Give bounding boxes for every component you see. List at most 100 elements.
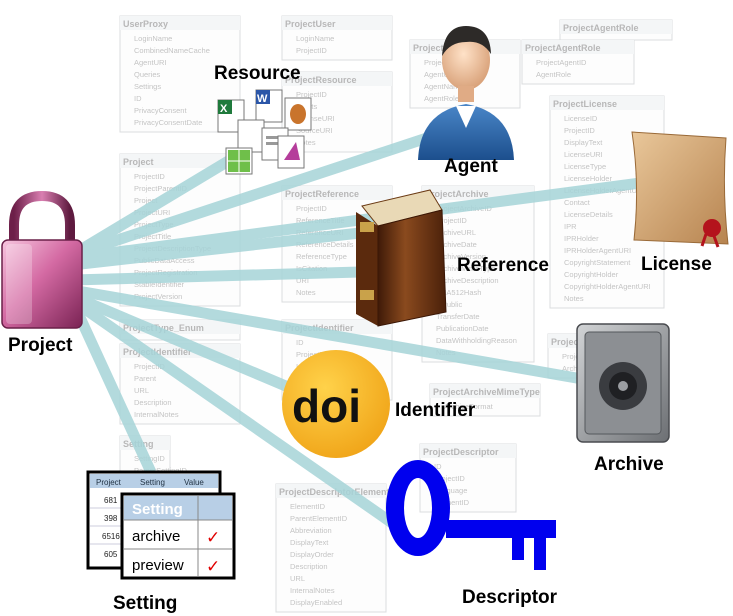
setting-back-row: 605	[104, 550, 118, 559]
schema-table-field: PublicationDate	[436, 324, 489, 333]
schema-table-field: ReferenceType	[296, 252, 347, 261]
svg-text:X: X	[220, 103, 228, 115]
schema-table-field: AgentURI	[424, 70, 457, 79]
schema-table-field: SourceURI	[296, 126, 333, 135]
setting-front-header: Setting	[132, 501, 183, 518]
label-descriptor: Descriptor	[462, 587, 558, 608]
book-icon	[356, 189, 447, 327]
schema-table-field: LicenseHolder	[564, 174, 612, 183]
schema-table-field: InternalNotes	[134, 410, 179, 419]
lock-icon	[1, 190, 83, 329]
schema-table-field: IPRHolderAgentURI	[564, 246, 631, 255]
schema-table-field: ProjectAgentID	[536, 58, 587, 67]
schema-table-title: ProjectAgent	[413, 43, 469, 53]
schema-table-field: StableIdentifier	[134, 280, 185, 289]
schema-table-field: ID	[434, 462, 442, 471]
schema-table-field: Notes	[564, 294, 584, 303]
label-identifier: Identifier	[395, 400, 476, 421]
schema-table-field: PrivacyConsent	[134, 106, 187, 115]
schema-table-field: DisplayText	[564, 138, 603, 147]
schema-table-field: URL	[290, 574, 305, 583]
schema-table-field: ProjectID	[434, 474, 465, 483]
schema-table-title: ProjectAgentRole	[563, 23, 639, 33]
setting-front-row-archive: archive	[132, 528, 180, 545]
schema-table-field: LicenseDetails	[564, 210, 613, 219]
connector-setting	[66, 294, 156, 476]
schema-table-field: Queries	[134, 70, 161, 79]
schema-table-field: IPRHolder	[564, 234, 599, 243]
svg-text:W: W	[257, 93, 268, 105]
setting-back-row: 6516	[102, 532, 120, 541]
schema-table-field: URL	[134, 386, 149, 395]
schema-table-title: ProjectUser	[285, 19, 336, 29]
label-setting: Setting	[113, 593, 177, 614]
schema-table-field: CopyrightHolder	[564, 270, 619, 279]
schema-table-field: AgentName	[424, 82, 464, 91]
schema-table-field: Project	[134, 196, 158, 205]
schema-table-field: DisplayOrder	[290, 550, 334, 559]
schema-table-title: ProjectDescriptorElement	[279, 487, 390, 497]
schema-table-field: ProjectVersion	[134, 292, 182, 301]
schema-table-field: Abbreviation	[290, 526, 332, 535]
connector-reference-2	[66, 266, 366, 286]
schema-table-field: ArchiveDescription	[436, 276, 499, 285]
connector-identifier	[66, 290, 306, 398]
schema-table-field: ProjectID	[296, 204, 327, 213]
schema-table-title: ProjectIdentifier	[123, 347, 192, 357]
schema-table-field: ArchiveDate	[436, 240, 477, 249]
schema-table-title: ProjectLicense	[553, 99, 617, 109]
schema-table-field: ArchiveMimeType	[436, 264, 496, 273]
schema-table: ProjectAgentRole	[559, 19, 673, 41]
check-icon: ✓	[206, 557, 220, 577]
schema-table-field: ReferenceDetails	[296, 240, 354, 249]
schema-table-field: PrivacyConsentDate	[134, 118, 202, 127]
connector-archive	[66, 284, 594, 386]
doi-logo-text: doi	[292, 380, 361, 432]
connector-resource	[66, 154, 236, 261]
schema-table-field: CombinedNameCache	[134, 46, 210, 55]
setting-back-header-value: Value	[184, 478, 204, 487]
schema-table-field: ID	[296, 338, 304, 347]
schema-table: ProjectDescriptorElementElementIDParentE…	[275, 483, 390, 613]
person-icon	[418, 26, 514, 160]
schema-table-title: ProjectAgentRole	[525, 43, 601, 53]
label-agent: Agent	[444, 156, 499, 177]
schema-table-title: UserProxy	[123, 19, 168, 29]
schema-table-title: ProjectType_Enum	[123, 323, 204, 333]
schema-table-field: PublicDataAccess	[134, 256, 195, 265]
schema-table-field: TransferDate	[436, 312, 480, 321]
schema-table-field: ProjectID	[296, 90, 327, 99]
label-resource: Resource	[214, 63, 301, 84]
check-icon: ✓	[206, 528, 220, 548]
schema-table-field: ProjectID	[564, 126, 595, 135]
setting-back-row: 681	[104, 496, 118, 505]
connector-descriptor	[66, 294, 401, 531]
schema-table-field: ArchiveURL	[436, 228, 476, 237]
scroll-icon	[631, 131, 729, 248]
schema-table-title: Project	[551, 337, 582, 347]
schema-table-field: ProjectID	[424, 58, 455, 67]
schema-table-field: InternalNotes	[290, 586, 335, 595]
schema-table-title: ProjectArchiveMimeType	[433, 387, 540, 397]
schema-table-field: URI	[296, 276, 309, 285]
key-icon	[386, 460, 556, 570]
schema-table-field: ArchiveFormat	[444, 402, 494, 411]
label-license: License	[641, 254, 712, 275]
settings-table-icon: Project Setting Value 681 398 6516 605 S…	[86, 470, 236, 580]
schema-table-field: Notes	[296, 138, 316, 147]
schema-table-field: SHA512Hash	[436, 288, 481, 297]
schema-table-title: Project	[123, 157, 154, 167]
schema-table: UserProxyLoginNameCombinedNameCacheAgent…	[119, 15, 241, 133]
schema-table-field: ArchiveVersion	[436, 252, 486, 261]
label-archive: Archive	[594, 454, 664, 475]
connector-agent	[66, 126, 451, 261]
schema-table-field: LoginName	[296, 34, 334, 43]
setting-front-row-preview: preview	[132, 557, 184, 574]
schema-table-field: ProjectID	[296, 46, 327, 55]
setting-back-header-project: Project	[96, 478, 122, 487]
schema-table-field: DisplayEnabled	[290, 598, 342, 607]
